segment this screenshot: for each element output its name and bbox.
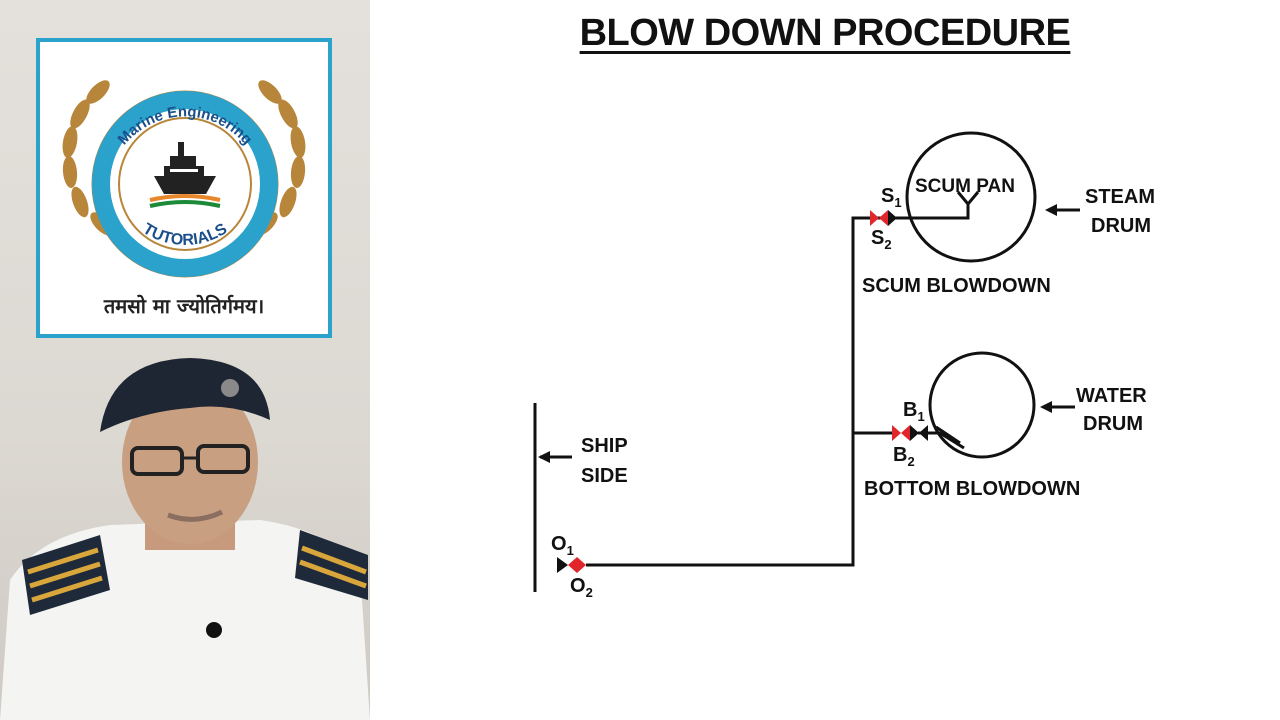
ship-side-label-line2: SIDE (581, 465, 628, 487)
channel-logo: Marine Engineering TUTORIALS तमसो मा ज्य… (36, 38, 332, 338)
scum-valve-icon (870, 210, 897, 226)
presenter-figure (0, 358, 370, 720)
bottom-blowdown-label: BOTTOM BLOWDOWN (864, 478, 1080, 500)
bottom-blowdown-valve-icon (892, 425, 928, 441)
steam-drum-circle (905, 131, 1037, 263)
valve-s2-label: S2 (871, 227, 892, 252)
ship-icon (149, 142, 221, 208)
steam-drum-arrow-icon (1045, 204, 1057, 216)
blowdown-diagram: SHIP SIDE O1 O2 SCUM PAN S1 S2 (533, 131, 1155, 600)
scum-blowdown-label: SCUM BLOWDOWN (862, 275, 1051, 297)
scum-pan-pipe-icon (894, 191, 980, 220)
lapel-microphone-icon (206, 622, 222, 638)
slide-title: BLOW DOWN PROCEDURE (370, 12, 1280, 55)
water-drum-label-line2: DRUM (1083, 413, 1143, 435)
logo-emblem: Marine Engineering TUTORIALS (62, 80, 306, 278)
valve-o2-label: O2 (570, 575, 593, 600)
presenter-video-panel: Marine Engineering TUTORIALS तमसो मा ज्य… (0, 0, 370, 720)
ship-side-arrow-icon (538, 451, 550, 463)
valve-b2-label: B2 (893, 444, 915, 469)
steam-drum-label-line1: STEAM (1085, 186, 1155, 208)
scum-pan-label: SCUM PAN (915, 176, 1015, 197)
water-drum-arrow-icon (1040, 401, 1052, 413)
ship-side-label-line1: SHIP (581, 435, 628, 457)
valve-o1-label: O1 (551, 533, 574, 558)
slide-title-text: BLOW DOWN PROCEDURE (579, 12, 1071, 54)
water-drum-circle (928, 351, 1036, 459)
valve-b1-label: B1 (903, 399, 925, 424)
blowdown-main-pipe (586, 216, 882, 567)
valve-s1-label: S1 (881, 185, 902, 210)
slide-area: BLOW DOWN PROCEDURE SHIP SIDE O1 O2 SCUM… (370, 0, 1280, 720)
logo-blue-ring (92, 91, 278, 277)
logo-tagline: तमसो मा ज्योतिर्गमय। (103, 294, 265, 318)
water-drum-label-line1: WATER (1076, 385, 1147, 407)
steam-drum-label-line2: DRUM (1091, 215, 1151, 237)
overboard-valve-icon (557, 557, 586, 573)
